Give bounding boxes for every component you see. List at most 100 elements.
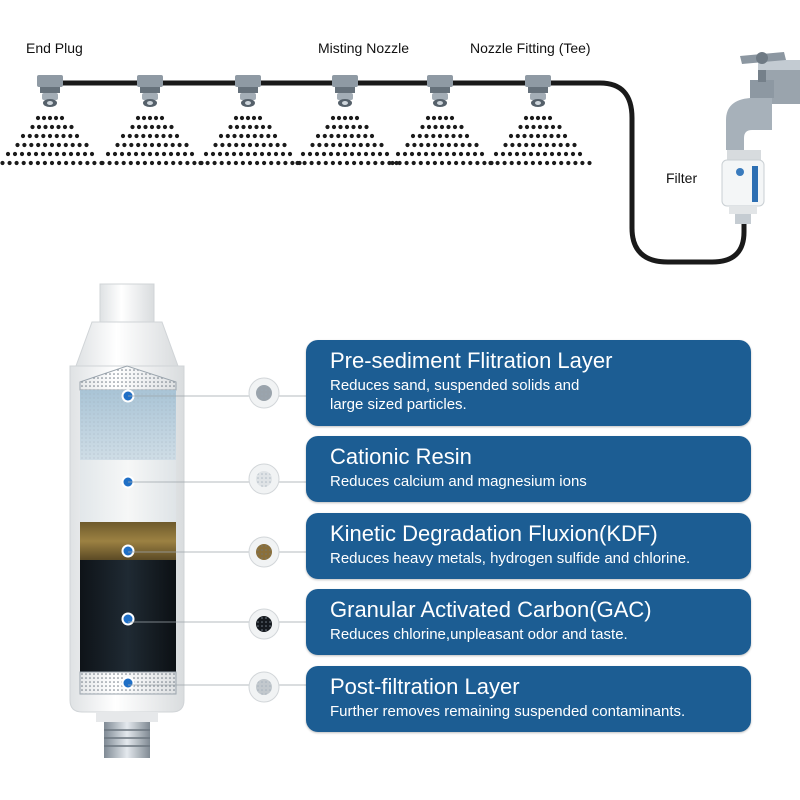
mist-droplet <box>562 133 568 139</box>
mist-droplet <box>309 160 314 166</box>
mist-droplet <box>239 115 245 121</box>
mist-droplet <box>126 151 132 157</box>
mist-droplet <box>210 151 216 157</box>
mist-droplet <box>356 133 361 139</box>
mist-droplet <box>27 133 32 139</box>
mist-droplet <box>580 160 585 166</box>
mist-droplet <box>573 160 578 166</box>
mist-droplet <box>451 151 457 157</box>
mist-droplet <box>220 142 225 148</box>
mist-droplet <box>119 151 125 157</box>
mist-droplet <box>182 151 188 157</box>
mist-droplet <box>70 142 75 148</box>
mist-droplet <box>147 133 153 139</box>
mist-droplet <box>410 133 416 139</box>
mist-droplet <box>49 160 55 166</box>
mist-droplet <box>359 160 364 166</box>
mist-spray <box>0 115 592 166</box>
mist-droplet <box>524 124 530 130</box>
filter-top-cap <box>99 283 155 323</box>
mist-droplet <box>302 160 307 166</box>
mist-droplet <box>550 124 556 130</box>
mist-droplet <box>295 160 300 166</box>
mist-droplet <box>549 133 554 139</box>
mist-droplet <box>273 151 279 157</box>
mist-droplet <box>26 151 32 157</box>
mist-droplet <box>307 151 313 157</box>
mist-droplet <box>89 151 95 157</box>
mist-droplet <box>154 151 160 157</box>
callout-description: Reduces chlorine,unpleasant odor and tas… <box>330 626 628 643</box>
callout-description: Reduces sand, suspended solids and large… <box>330 376 751 414</box>
misting-nozzles <box>37 75 551 107</box>
mist-droplet <box>524 142 529 148</box>
mist-droplet <box>269 160 274 166</box>
mist-droplet <box>482 160 487 166</box>
mist-droplet <box>458 133 463 139</box>
mist-droplet <box>500 151 506 157</box>
mist-droplet <box>261 142 266 148</box>
mist-droplet <box>342 115 348 121</box>
mist-droplet <box>349 151 355 157</box>
mist-droplet <box>105 151 111 157</box>
callout-description-line2: large sized particles. <box>330 396 467 413</box>
mist-droplet <box>503 142 508 148</box>
mist-droplet <box>122 142 127 148</box>
mist-droplet <box>36 124 42 130</box>
mist-droplet <box>212 160 217 166</box>
mist-droplet <box>384 151 390 157</box>
mist-droplet <box>547 115 553 121</box>
mist-droplet <box>78 160 83 166</box>
mist-droplet <box>404 160 409 166</box>
mist-droplet <box>558 142 563 148</box>
mist-droplet <box>348 115 354 121</box>
mist-droplet <box>563 151 569 157</box>
mist-droplet <box>508 133 514 139</box>
mist-droplet <box>411 160 416 166</box>
mist-droplet <box>365 142 370 148</box>
mist-droplet <box>254 124 259 130</box>
mist-droplet <box>239 133 244 139</box>
mist-droplet <box>192 160 197 166</box>
misting-nozzle <box>137 75 163 107</box>
mist-droplet <box>351 142 356 148</box>
mist-droplet <box>231 151 237 157</box>
mist-droplet <box>556 133 561 139</box>
mist-droplet <box>245 133 251 139</box>
mist-droplet <box>344 160 350 166</box>
mist-droplet <box>518 124 523 130</box>
mist-droplet <box>452 124 458 130</box>
mist-droplet <box>255 160 260 166</box>
mist-droplet <box>416 151 422 157</box>
mist-droplet <box>252 133 257 139</box>
mist-droplet <box>338 142 343 148</box>
mist-droplet <box>517 142 522 148</box>
mist-droplet <box>549 151 555 157</box>
mist-droplet <box>509 160 514 166</box>
mist-droplet <box>41 115 47 121</box>
mist-droplet <box>275 142 280 148</box>
mist-droplet <box>134 133 139 139</box>
mist-droplet <box>363 133 368 139</box>
mist-droplet <box>465 151 471 157</box>
mist-droplet <box>82 151 88 157</box>
mist-droplet <box>54 151 60 157</box>
callout-cationic-resin: Cationic Resin Reduces calcium and magne… <box>306 436 751 502</box>
swatch-texture <box>256 679 272 695</box>
mist-droplet <box>449 115 455 121</box>
mist-droplet <box>147 151 153 157</box>
mist-droplet <box>157 160 162 166</box>
mist-droplet <box>331 124 337 130</box>
mist-droplet <box>529 115 535 121</box>
resin-layer <box>80 460 176 522</box>
mist-droplet <box>402 151 408 157</box>
mist-droplet <box>143 142 148 148</box>
mist-droplet <box>461 160 466 166</box>
mist-droplet <box>64 160 69 166</box>
mist-droplet <box>535 133 541 139</box>
mist-droplet <box>570 151 576 157</box>
mist-droplet <box>203 151 209 157</box>
mist-droplet <box>426 124 432 130</box>
mist-droplet <box>21 160 26 166</box>
mist-droplet <box>364 124 369 130</box>
